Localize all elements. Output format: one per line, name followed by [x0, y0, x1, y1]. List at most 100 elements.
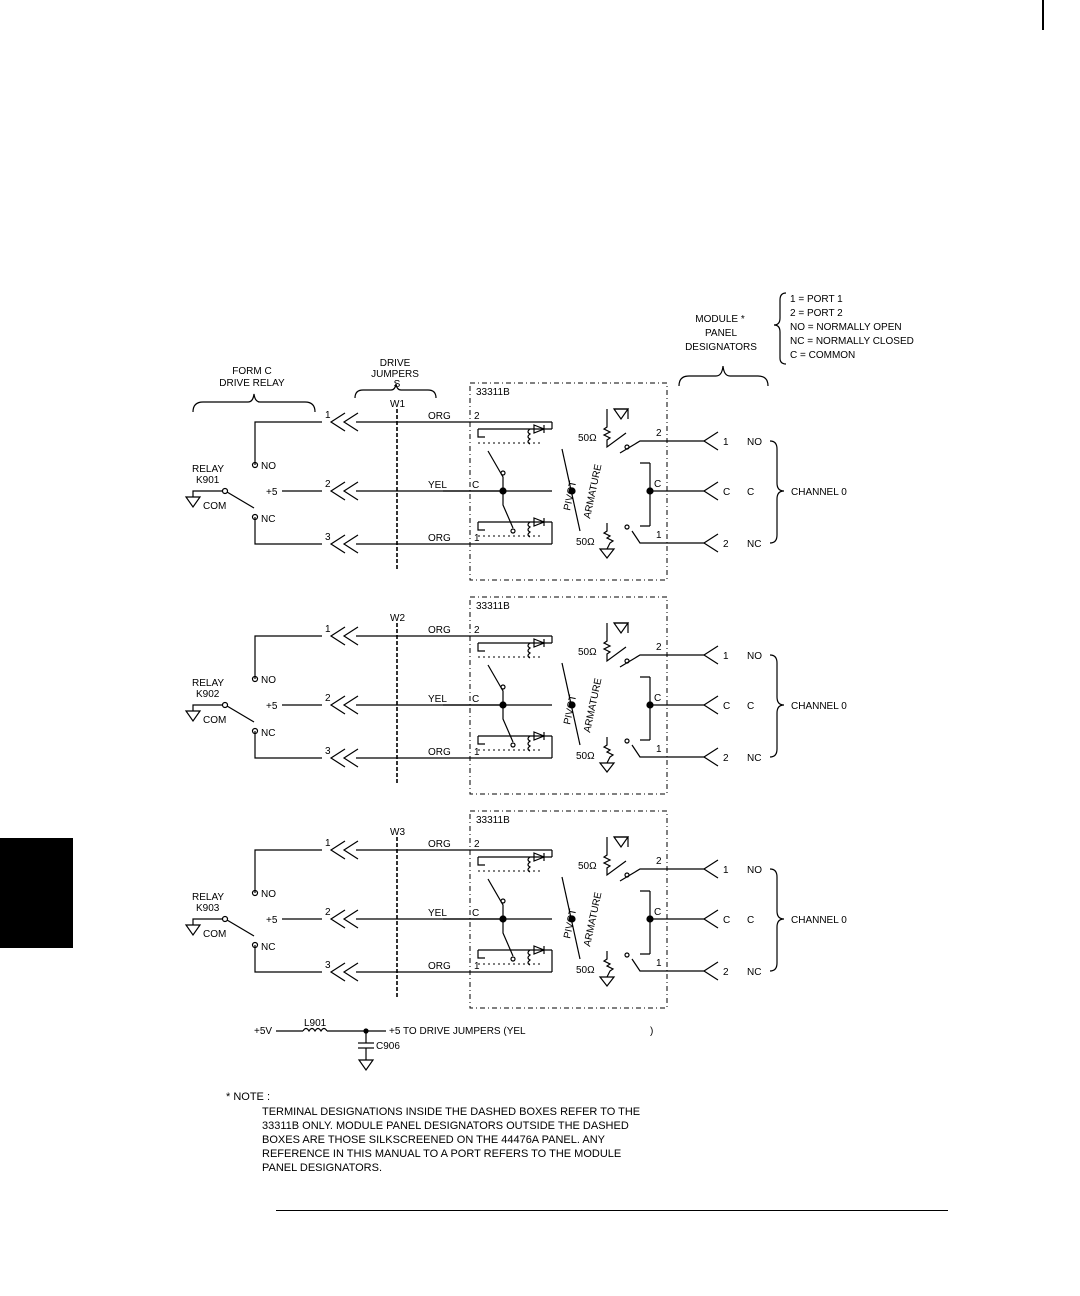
ground-icon — [612, 408, 630, 421]
no-label: NO — [261, 461, 276, 472]
channel-block-2: 33311BNONCRELAYK903COM+5123W3ORGYELORG2C… — [184, 810, 847, 1009]
armature-label: ARMATURE — [582, 677, 604, 734]
inner-pin-label: 1 — [474, 533, 480, 544]
wire-color-label: ORG — [428, 533, 451, 544]
coil-return — [477, 429, 485, 438]
resistor-bottom — [602, 951, 615, 978]
armature-contact — [500, 898, 506, 904]
supply-label: +5V — [254, 1026, 272, 1037]
designator-legend: 1 = PORT 1 2 = PORT 2 NO = NORMALLY OPEN… — [773, 292, 914, 365]
channel-label: CHANNEL 0 — [791, 915, 847, 926]
nc-wire — [254, 945, 322, 973]
inductor-symbol — [302, 1027, 328, 1033]
armature-contact — [500, 684, 506, 690]
note-heading: * NOTE : — [226, 1091, 270, 1103]
pivot-label: PIVOT — [562, 908, 579, 940]
panel-connector-chevron — [702, 481, 719, 501]
module-panel-header-1: MODULE * — [695, 314, 745, 325]
panel-connector-chevron — [702, 961, 719, 981]
note-line-2: 33311B ONLY. MODULE PANEL DESIGNATORS OU… — [262, 1120, 629, 1132]
form-c-brace — [192, 393, 316, 413]
armature-contact — [510, 528, 516, 534]
panel-connector-chevron — [702, 533, 719, 553]
port-wire-bottom — [631, 530, 705, 544]
drive-jumpers-header-3: S — [394, 379, 401, 390]
coil-symbol — [527, 856, 532, 873]
inner-port-label: 1 — [656, 530, 662, 541]
pin-label: 1 — [325, 838, 331, 849]
port-wire-bottom — [631, 958, 705, 972]
coil-symbol — [527, 642, 532, 659]
ground-icon — [598, 976, 616, 987]
coil-symbol — [527, 949, 532, 966]
nc-wire — [254, 517, 322, 545]
power-filter: +5V L901 C906 +5 TO DRIVE JUMPERS (YEL ) — [254, 1018, 653, 1072]
coil-wire — [478, 636, 553, 644]
diode-icon — [533, 945, 546, 955]
drive-jumpers-header-1: DRIVE — [380, 358, 411, 369]
pin-label: 2 — [325, 693, 331, 704]
right-contact — [624, 738, 630, 744]
legend-entry-3: NO = NORMALLY OPEN — [790, 322, 902, 333]
inductor-label: L901 — [304, 1018, 327, 1029]
inner-port-label: 2 — [656, 856, 662, 867]
pivot-node — [568, 701, 576, 709]
diode-icon — [533, 424, 546, 434]
term-wire — [614, 408, 629, 419]
panel-connector-chevron — [702, 747, 719, 767]
nc-contact — [251, 941, 259, 949]
coil-return — [477, 736, 485, 745]
resistor-label: 50Ω — [576, 751, 595, 762]
relay-armature — [226, 919, 255, 937]
ground-icon — [184, 924, 202, 937]
resistor-label: 50Ω — [578, 861, 597, 872]
inner-port-label: 2 — [656, 428, 662, 439]
coil-return — [477, 643, 485, 652]
no-label: NO — [261, 889, 276, 900]
ground-icon — [612, 622, 630, 635]
panel-designator-label: C — [747, 915, 754, 926]
resistor-bottom — [602, 523, 615, 550]
panel-designator-label: NC — [747, 967, 761, 978]
inner-pin-label: 2 — [474, 411, 480, 422]
panel-designator-label: NO — [747, 865, 762, 876]
com-contact — [221, 701, 229, 709]
connector-chevron — [329, 909, 359, 929]
module-box — [469, 810, 668, 1009]
connector-chevron — [329, 534, 359, 554]
com-label: COM — [203, 929, 226, 940]
capacitor-label: C906 — [376, 1041, 400, 1052]
resistor-top — [602, 623, 627, 663]
pin-label: 2 — [325, 907, 331, 918]
panel-port-label: 1 — [723, 437, 729, 448]
channel-label: CHANNEL 0 — [791, 701, 847, 712]
panel-designator-label: NO — [747, 651, 762, 662]
channel-brace — [769, 440, 785, 544]
resistor-label: 50Ω — [576, 965, 595, 976]
pivot-label: PIVOT — [562, 694, 579, 726]
nc-label: NC — [261, 728, 275, 739]
nc-contact — [251, 513, 259, 521]
relay-label: RELAY — [192, 464, 224, 475]
relay-label: RELAY — [192, 678, 224, 689]
wire-color-label: YEL — [428, 694, 447, 705]
pin-label: 3 — [325, 746, 331, 757]
plus5-label: +5 — [266, 701, 278, 712]
resistor-top — [602, 409, 627, 449]
wire-color-label: ORG — [428, 625, 451, 636]
panel-port-label: C — [723, 701, 730, 712]
legend-entry-2: 2 = PORT 2 — [790, 308, 843, 319]
module-panel-brace — [678, 365, 769, 387]
ground-icon — [184, 496, 202, 509]
relay-armature — [226, 491, 255, 509]
section-tab-block — [0, 838, 73, 948]
no-contact — [251, 675, 259, 683]
wire-color-label: ORG — [428, 411, 451, 422]
jumper-label: W1 — [390, 399, 405, 410]
connector-chevron — [329, 626, 359, 646]
legend-entry-4: NC = NORMALLY CLOSED — [790, 336, 914, 347]
coil-symbol — [527, 735, 532, 752]
right-contact — [624, 952, 630, 958]
port-wire-top — [619, 868, 705, 882]
nc-label: NC — [261, 942, 275, 953]
